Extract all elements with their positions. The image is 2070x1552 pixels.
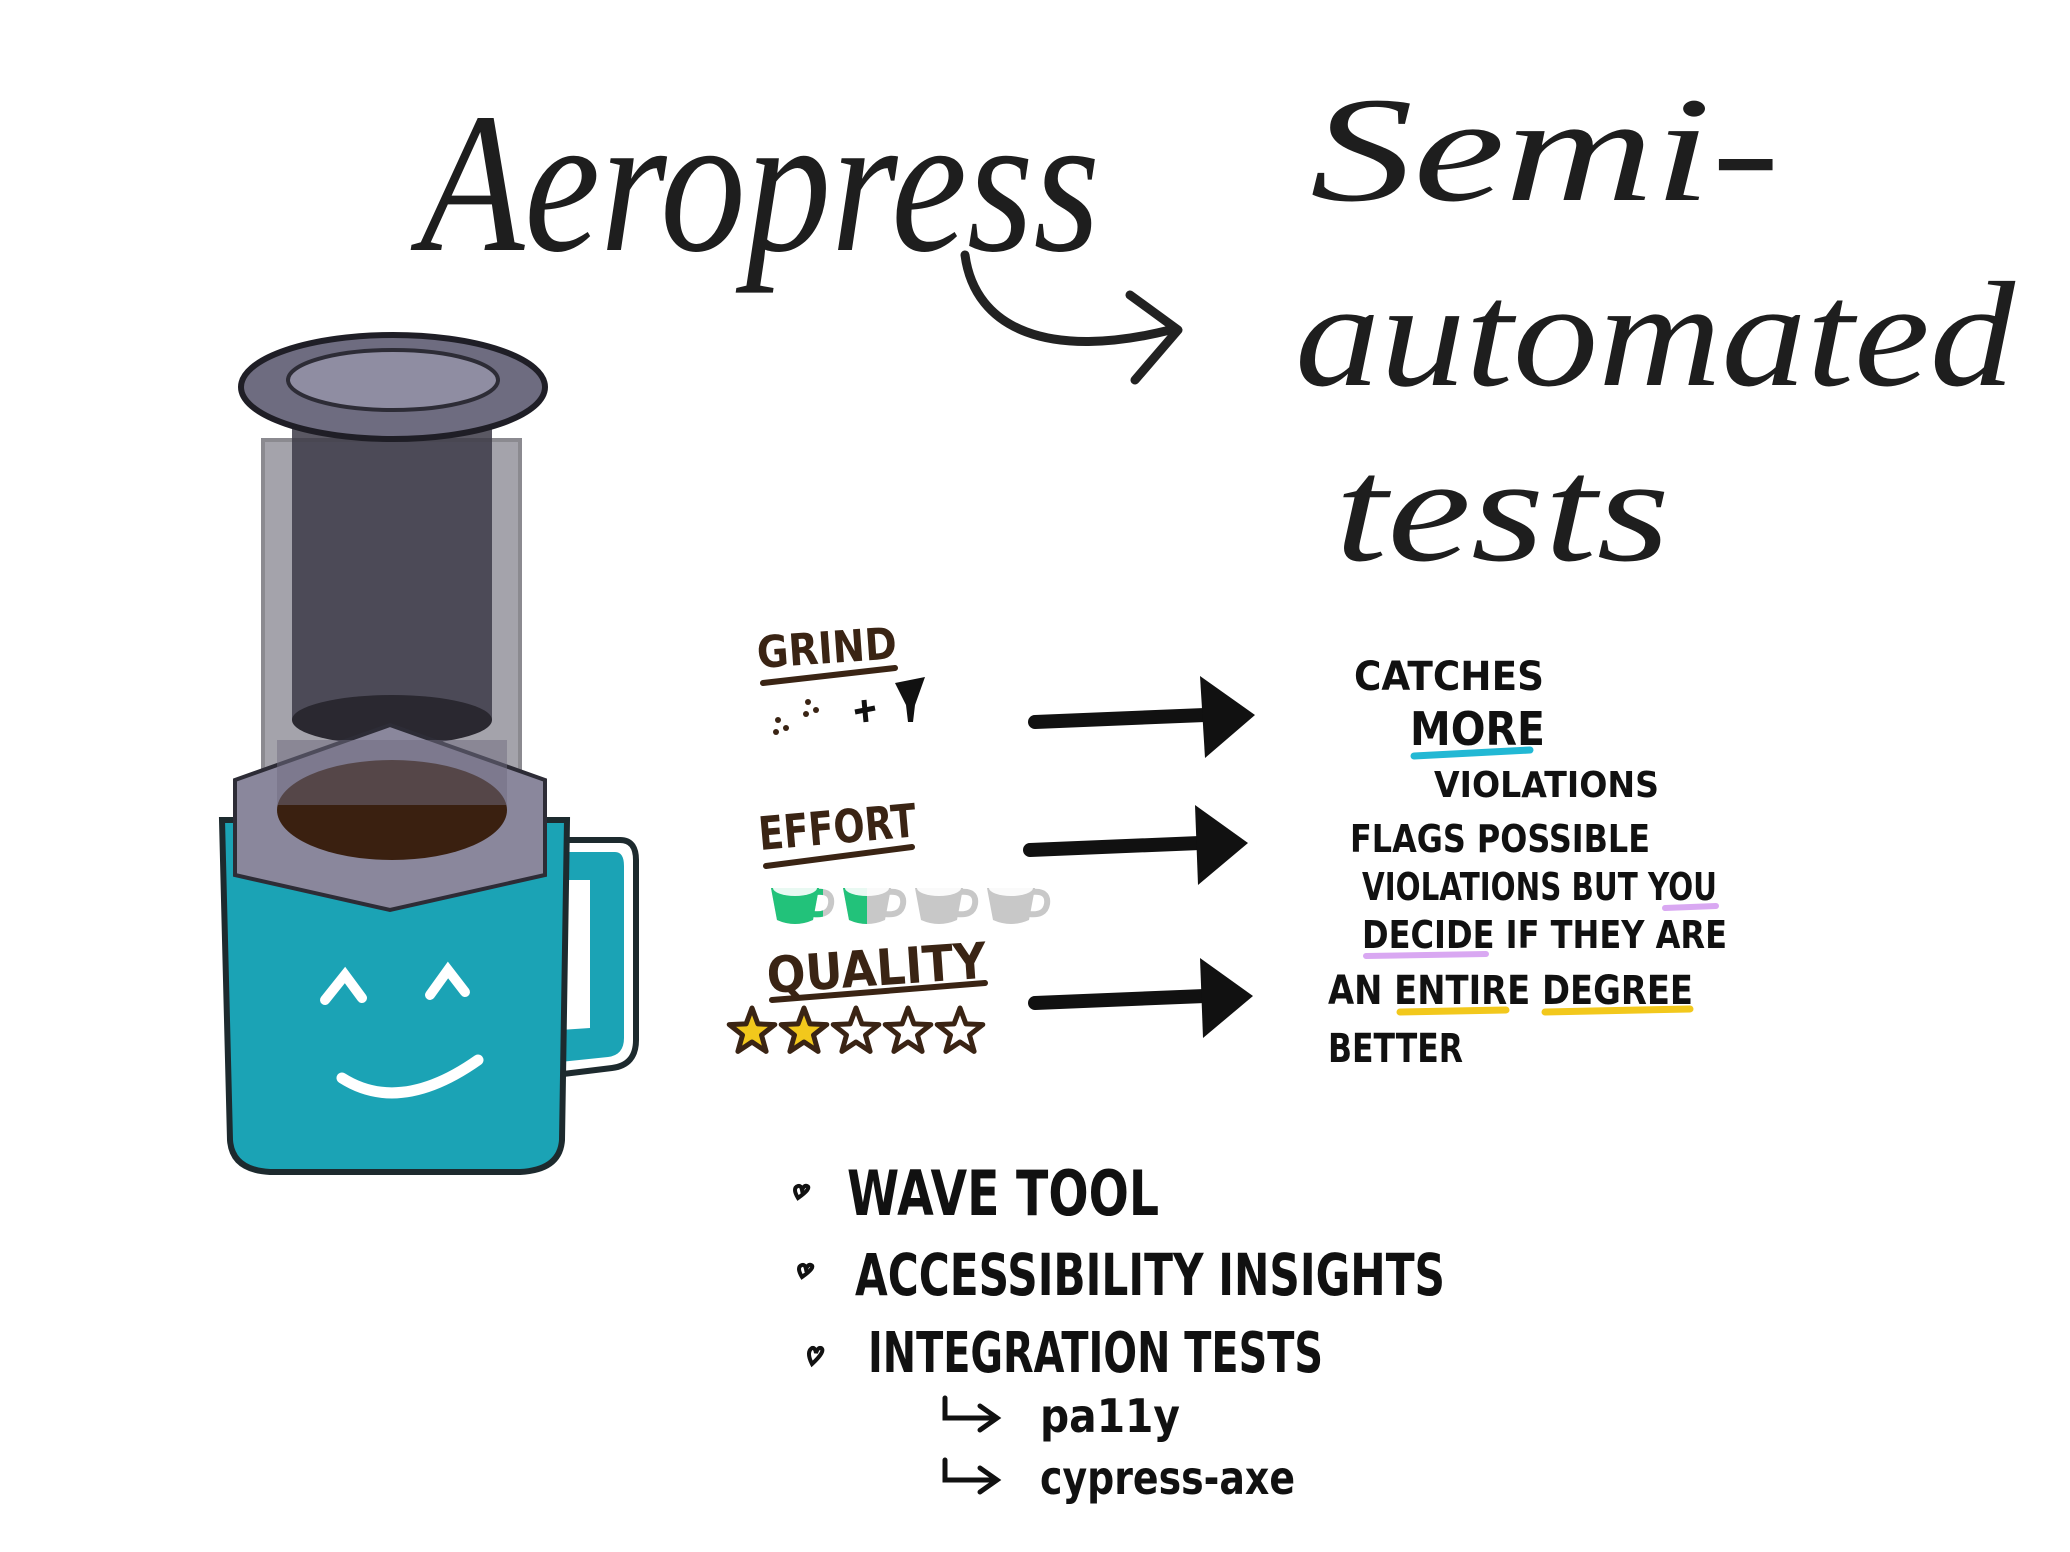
svg-text:CATCHES: CATCHES [1354, 654, 1544, 700]
star-empty-icon [830, 1005, 882, 1054]
attribute-effort: EFFORT [756, 793, 1051, 924]
svg-text:AN ENTIRE DEGREE: AN ENTIRE DEGREE [1328, 968, 1693, 1014]
svg-text:VIOLATIONS BUT YOU: VIOLATIONS BUT YOU [1362, 865, 1717, 909]
arrow-grind-icon [1028, 676, 1255, 758]
heart-bullet-icon [797, 1262, 815, 1280]
highlight-more [1410, 746, 1534, 760]
stars-rating [726, 1005, 986, 1054]
sub-arrow-icon [942, 1395, 1002, 1433]
svg-text:DECIDE IF THEY ARE: DECIDE IF THEY ARE [1362, 913, 1727, 957]
coffee-cup-icon [843, 880, 907, 924]
tool-item: WAVE TOOL [847, 1157, 1159, 1230]
tool-item: INTEGRATION TESTS [868, 1321, 1323, 1386]
sub-arrow-icon [942, 1457, 1002, 1495]
effort-description: FLAGS POSSIBLE VIOLATIONS BUT YOU DECIDE… [1350, 817, 1727, 959]
star-empty-icon [934, 1005, 986, 1054]
mug [218, 817, 571, 1175]
title-automated: automated [1295, 252, 2016, 418]
title-semi: Semi- [1310, 67, 1780, 233]
quality-description: AN ENTIRE DEGREE BETTER [1328, 968, 1694, 1072]
curved-arrow-icon [960, 250, 1175, 346]
grind-description: CATCHES MORE VIOLATIONS [1354, 654, 1659, 806]
attribute-quality: QUALITY [726, 932, 989, 1054]
title-tests: tests [1335, 427, 1670, 593]
star-filled-icon [726, 1005, 778, 1054]
arrow-effort-icon [1023, 805, 1248, 885]
attribute-grind: GRIND [755, 618, 925, 735]
tool-subitem: cypress-axe [1040, 1451, 1295, 1505]
aeropress-mug-illustration [218, 332, 639, 1175]
coffee-cup-icon [771, 880, 835, 924]
svg-text:BETTER: BETTER [1328, 1026, 1463, 1072]
heart-bullet-icon [793, 1183, 811, 1201]
title-aeropress: Aeropress [411, 73, 1100, 294]
svg-text:FLAGS POSSIBLE: FLAGS POSSIBLE [1350, 817, 1650, 861]
svg-text:VIOLATIONS: VIOLATIONS [1434, 765, 1659, 806]
star-filled-icon [778, 1005, 830, 1054]
star-empty-icon [882, 1005, 934, 1054]
tool-item: ACCESSIBILITY INSIGHTS [855, 1241, 1445, 1309]
fine-grind-funnel-icon [773, 677, 925, 735]
heart-bullet-icon [807, 1345, 825, 1368]
tool-subitem: pa11y [1040, 1389, 1180, 1443]
curved-arrow-head-icon [1125, 290, 1183, 385]
arrow-quality-icon [1028, 958, 1253, 1038]
tools-list: WAVE TOOL ACCESSIBILITY INSIGHTS INTEGRA… [793, 1157, 1445, 1505]
coffee-cup-icon [915, 880, 979, 924]
coffee-cups-rating [771, 880, 1051, 924]
coffee-cup-icon [987, 880, 1051, 924]
